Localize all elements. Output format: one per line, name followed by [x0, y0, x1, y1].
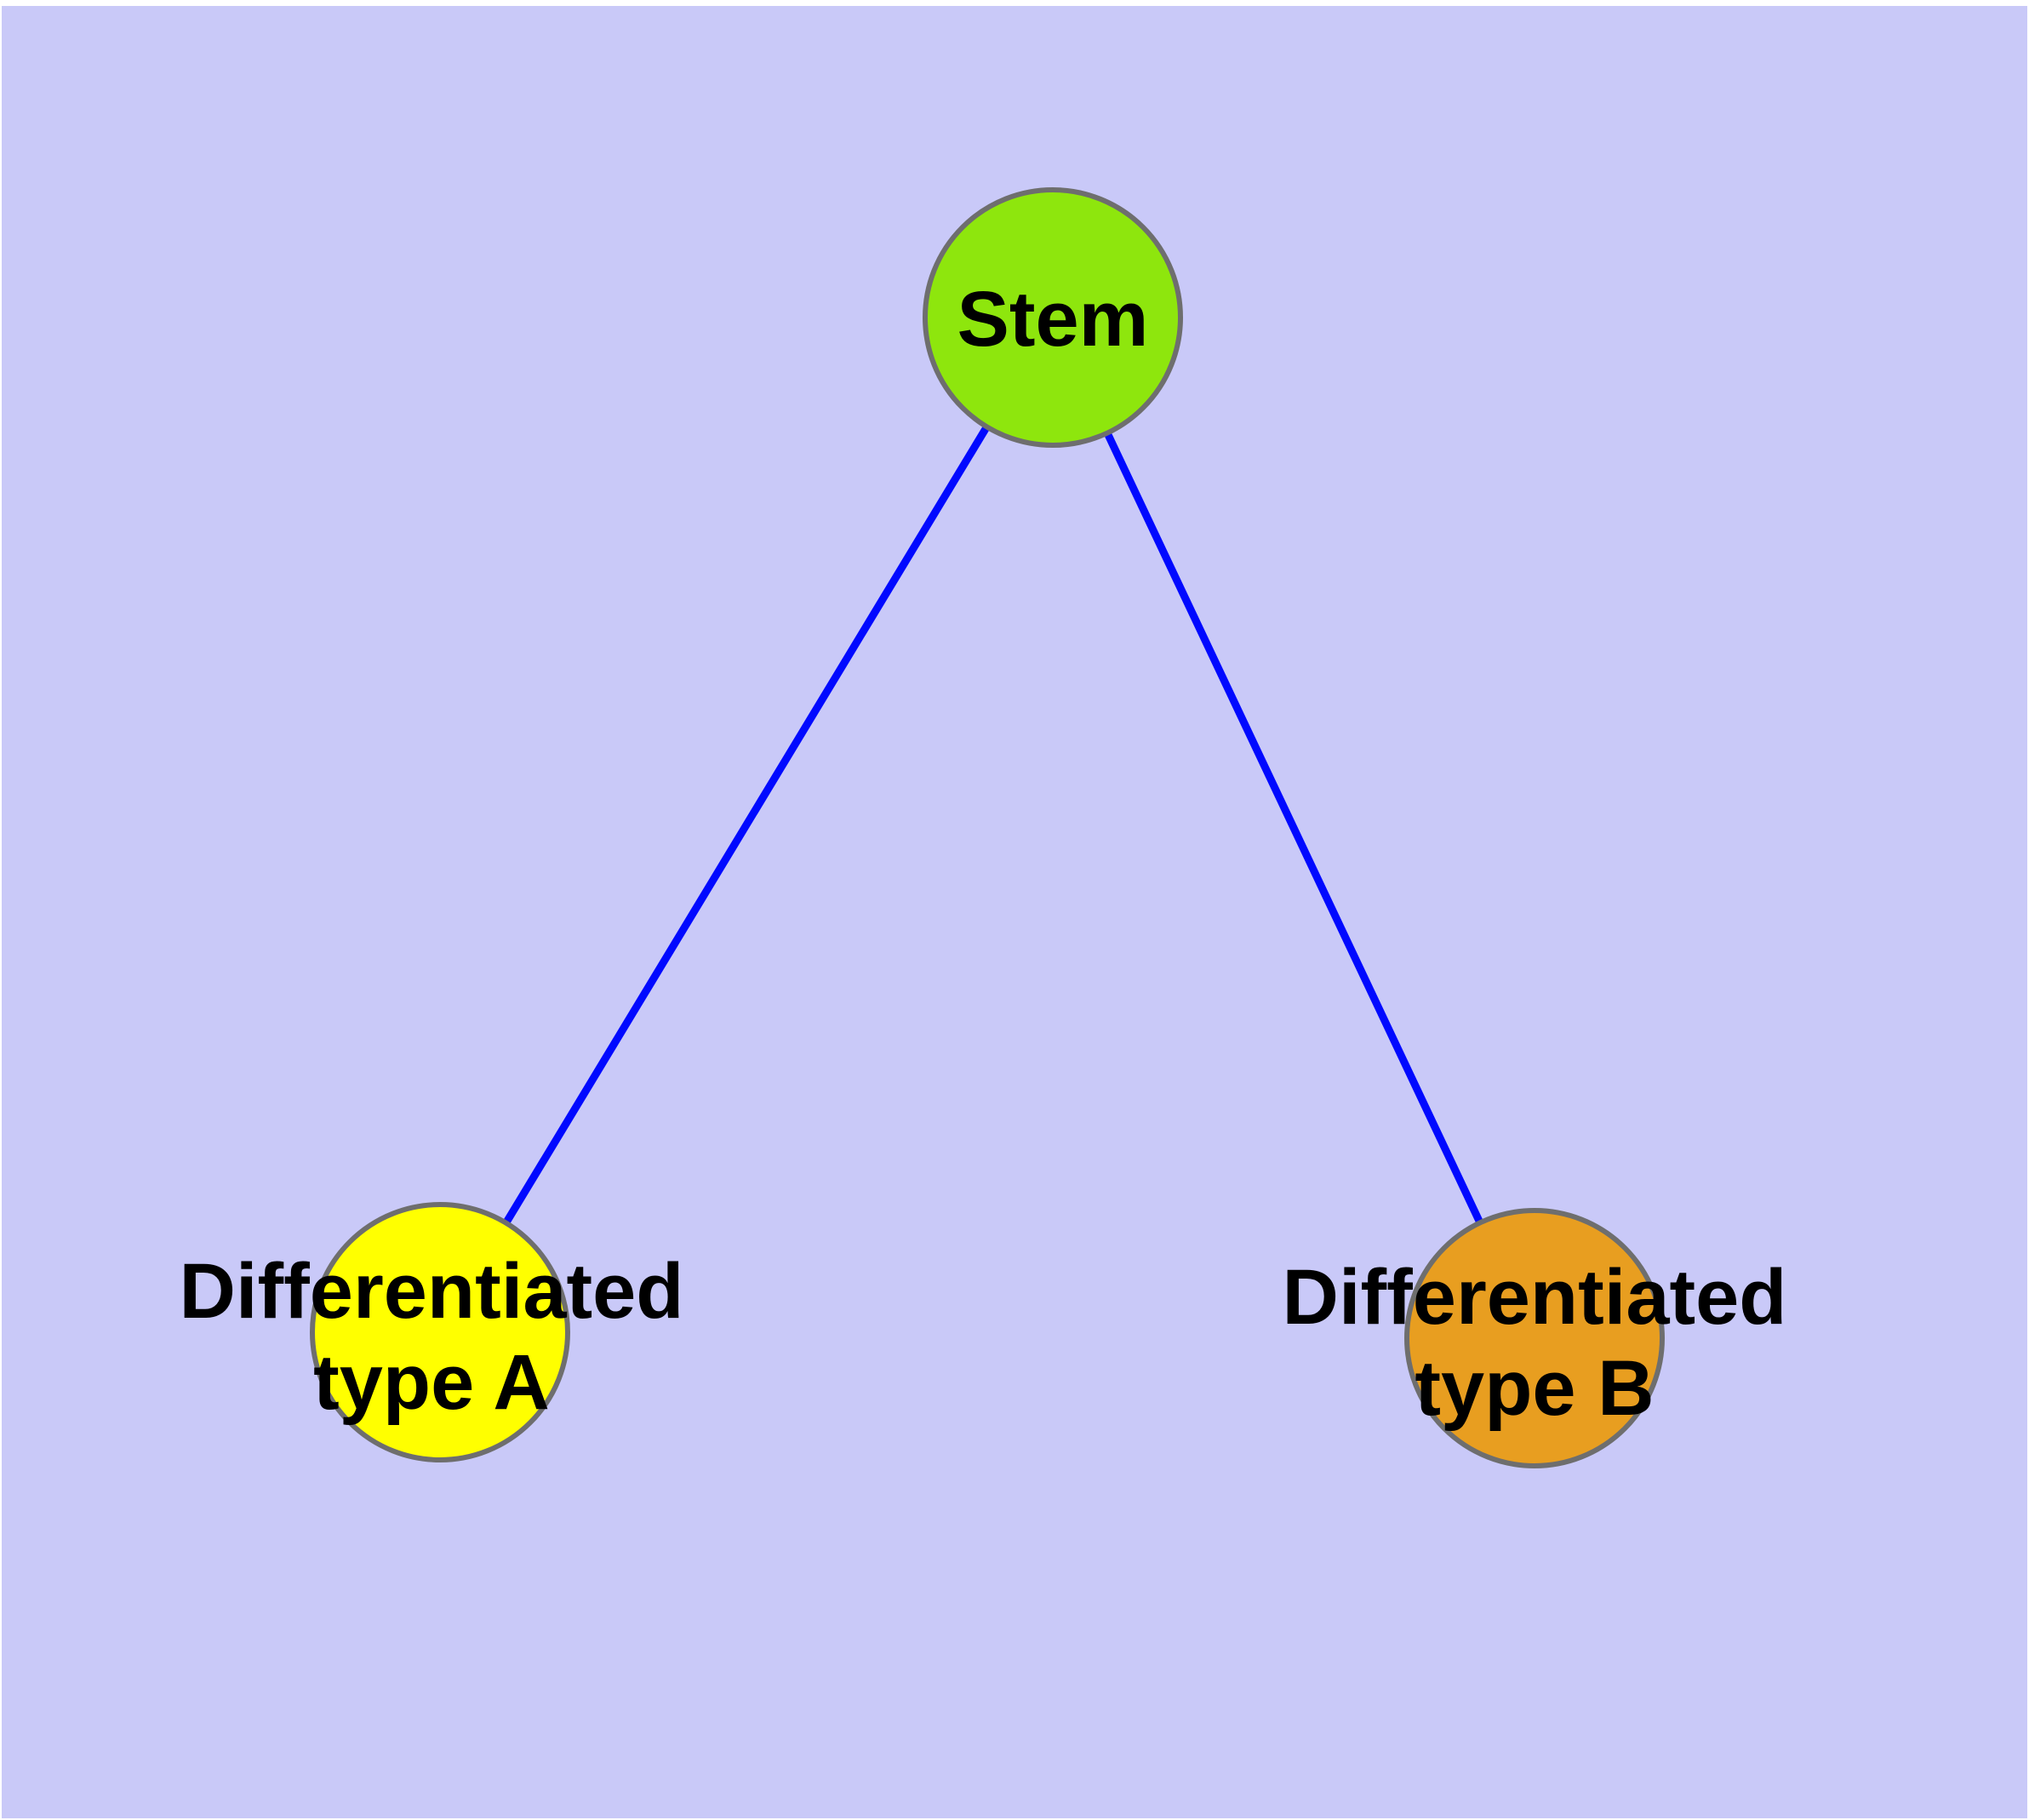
node-stem-label: Stem	[957, 276, 1149, 363]
node-differentiated-type-b-circle	[1404, 1208, 1665, 1468]
edge-stem-to-type-b	[1049, 316, 1539, 1340]
node-differentiated-type-a-label-line1: Differentiated	[180, 1248, 684, 1335]
node-stem-circle	[923, 187, 1183, 448]
edge-stem-to-type-a	[437, 315, 1056, 1335]
node-differentiated-type-a-label-line2: type A	[313, 1339, 550, 1426]
node-differentiated-type-b-label-line1: Differentiated	[1283, 1254, 1787, 1341]
node-differentiated-type-a-circle	[310, 1202, 570, 1462]
node-differentiated-type-b-label-line2: type B	[1415, 1345, 1654, 1432]
